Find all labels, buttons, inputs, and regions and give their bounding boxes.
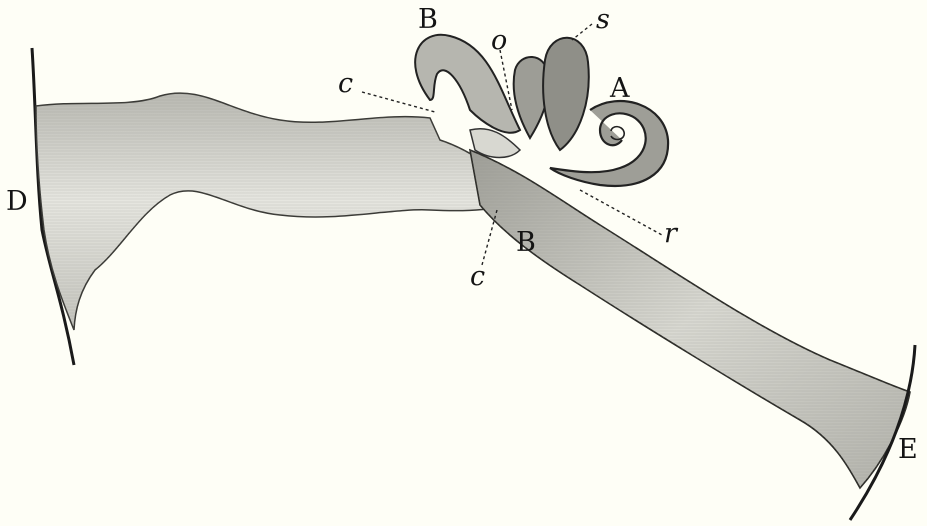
ear-canal-hatching — [36, 93, 520, 330]
label-c-bottom: c — [470, 263, 485, 290]
label-B-top: B — [418, 6, 438, 33]
label-D: D — [6, 188, 28, 215]
label-r: r — [664, 220, 677, 247]
label-E: E — [898, 436, 918, 463]
label-A: A — [610, 75, 630, 102]
canal-loop-s — [543, 38, 589, 150]
label-B-bottom: B — [516, 229, 536, 256]
label-o: o — [491, 27, 507, 54]
label-c-top: c — [338, 70, 353, 97]
label-s: s — [596, 6, 610, 33]
eustachian-tube-hatching — [470, 150, 910, 488]
